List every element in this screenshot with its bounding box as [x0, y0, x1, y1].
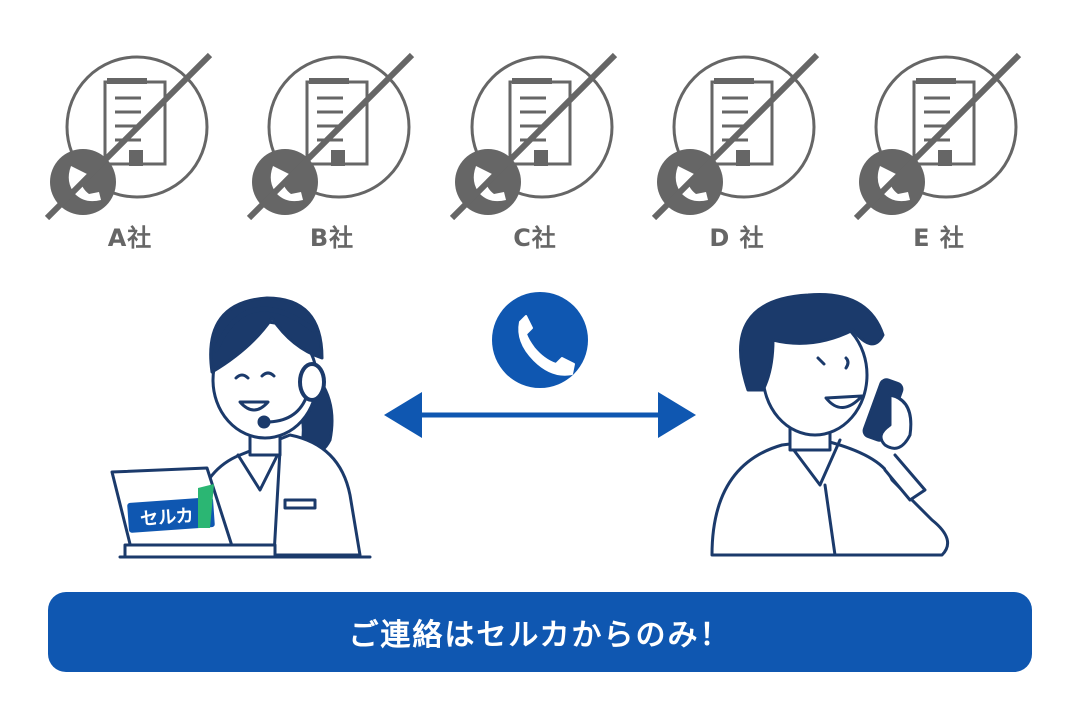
building-phone-crossed-icon [854, 52, 1022, 220]
company-label: B社 [309, 224, 355, 252]
building-phone-crossed-icon [247, 52, 415, 220]
company-label: D 社 [709, 224, 765, 252]
banner-text: ご連絡はセルカからのみ！ [348, 618, 732, 653]
laptop-logo-text: セルカ [140, 505, 195, 530]
company-label: E 社 [913, 224, 965, 252]
company-e: E 社 [854, 50, 1024, 252]
phone-icon [492, 292, 588, 388]
customer-illustration [710, 293, 950, 557]
company-b: B社 [247, 50, 417, 252]
building-phone-crossed-icon [450, 52, 618, 220]
double-arrow [384, 392, 696, 438]
company-a: A社 [45, 50, 215, 252]
contact-scene: セルカ [110, 292, 950, 559]
company-label: A社 [107, 224, 153, 252]
company-label: C社 [513, 224, 557, 252]
building-phone-crossed-icon [45, 52, 213, 220]
selca-logo: セルカ [127, 484, 215, 533]
contact-banner: ご連絡はセルカからのみ！ [48, 592, 1032, 672]
company-d: D 社 [652, 50, 822, 252]
company-c: C社 [450, 50, 620, 252]
building-phone-crossed-icon [652, 52, 820, 220]
